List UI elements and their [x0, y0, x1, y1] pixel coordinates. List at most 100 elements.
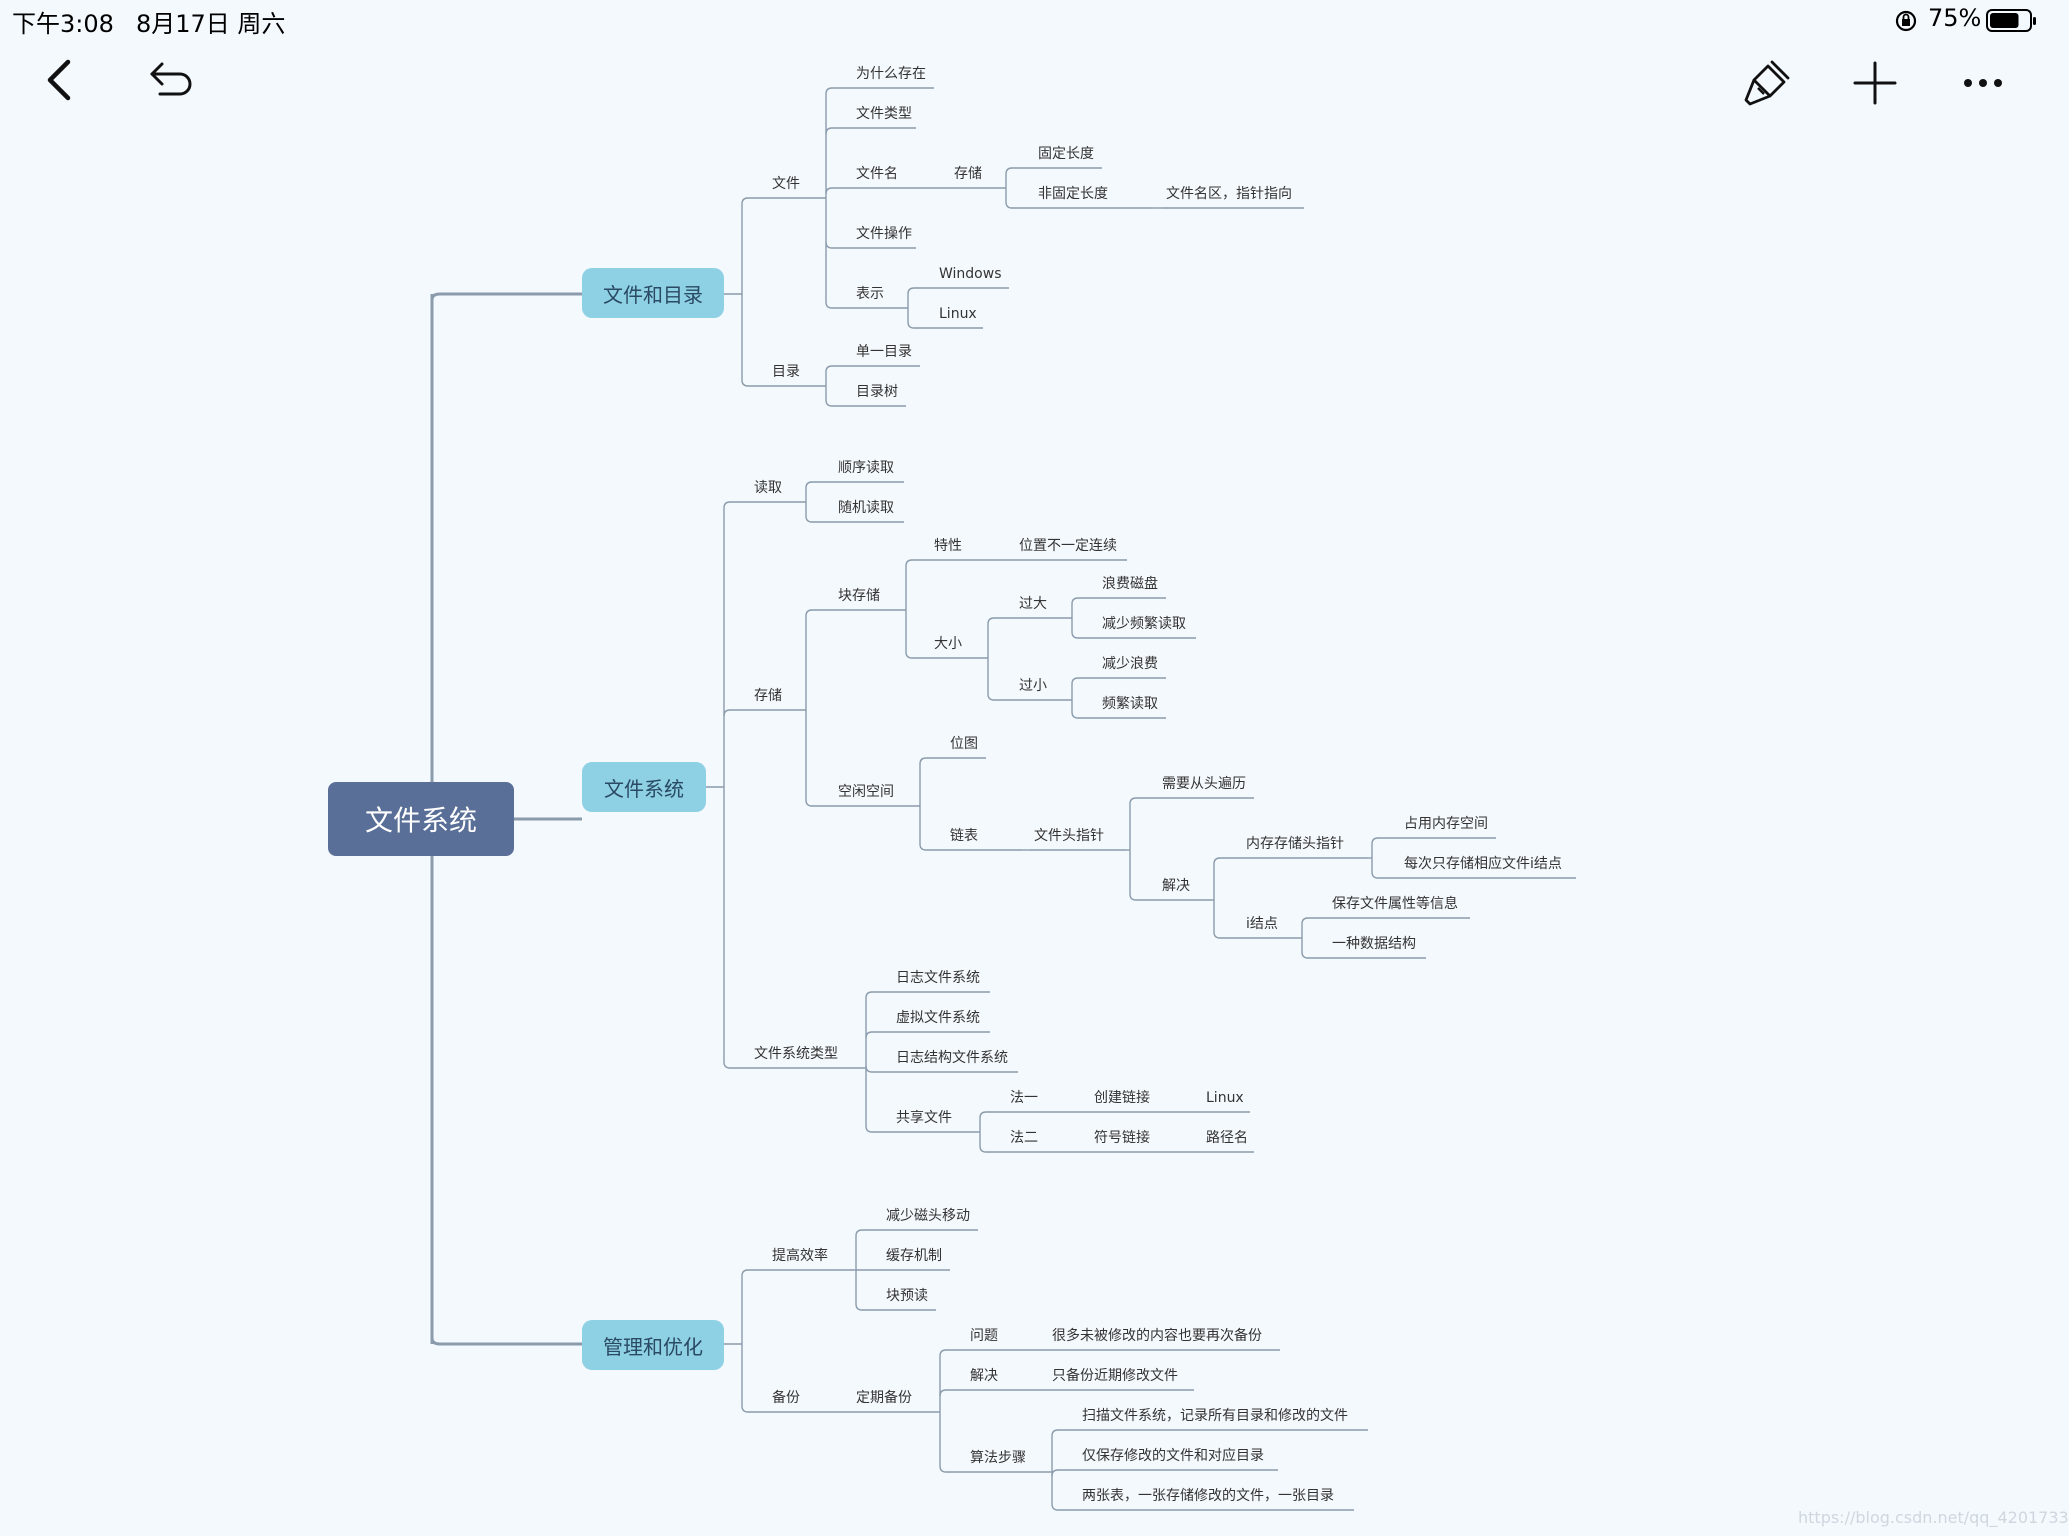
connector — [855, 1229, 882, 1237]
node-files-dirs-directory-single[interactable]: 单一目录 — [856, 344, 912, 360]
connector — [987, 693, 1015, 701]
node-fs-types-label[interactable]: 文件系统类型 — [754, 1046, 838, 1062]
node-fs-types-virtual[interactable]: 虚拟文件系统 — [896, 1010, 980, 1026]
node-fs-storage-free-list-solve-label[interactable]: 解决 — [1162, 878, 1190, 894]
node-fs-storage-free-list-solve-mem-label[interactable]: 内存存储头指针 — [1246, 836, 1344, 852]
node-fs-types-shared-m2-os[interactable]: 路径名 — [1206, 1130, 1248, 1146]
topic-files-and-directories[interactable]: 文件和目录 — [582, 268, 724, 318]
node-mgmt-backup-algo-s3[interactable]: 两张表，一张存储修改的文件，一张目录 — [1082, 1488, 1334, 1504]
node-mgmt-backup-algo-s2[interactable]: 仅保存修改的文件和对应目录 — [1082, 1448, 1264, 1464]
node-fs-storage-block-label[interactable]: 块存储 — [838, 588, 880, 604]
node-fs-types-shared-label[interactable]: 共享文件 — [896, 1110, 952, 1126]
node-fs-storage-block-feature-label[interactable]: 特性 — [934, 538, 962, 554]
node-fs-types-shared-m2-label[interactable]: 法二 — [1010, 1130, 1038, 1146]
add-button[interactable] — [1852, 60, 1898, 110]
node-fs-storage-label[interactable]: 存储 — [754, 688, 782, 704]
connector — [907, 321, 935, 329]
node-files-dirs-file-label[interactable]: 文件 — [772, 176, 800, 192]
node-files-dirs-directory-tree[interactable]: 目录树 — [856, 384, 898, 400]
paintbrush-icon — [1744, 60, 1790, 106]
node-mgmt-backup-algo-s1[interactable]: 扫描文件系统，记录所有目录和修改的文件 — [1082, 1408, 1348, 1424]
connector — [741, 1405, 768, 1413]
battery-percent: 75% — [1928, 4, 1982, 32]
node-fs-storage-block-size-small-b[interactable]: 频繁读取 — [1102, 696, 1158, 712]
node-files-dirs-file-types[interactable]: 文件类型 — [856, 106, 912, 122]
connector — [855, 1303, 882, 1311]
node-fs-storage-free-list-solve-mem-a[interactable]: 占用内存空间 — [1404, 816, 1488, 832]
node-fs-types-shared-m1-how[interactable]: 创建链接 — [1094, 1090, 1150, 1106]
node-mgmt-efficiency-label[interactable]: 提高效率 — [772, 1248, 828, 1264]
node-files-dirs-file-ops[interactable]: 文件操作 — [856, 226, 912, 242]
node-mgmt-backup-periodic[interactable]: 定期备份 — [856, 1390, 912, 1406]
node-fs-read-random[interactable]: 随机读取 — [838, 500, 894, 516]
node-mgmt-backup-solution-value[interactable]: 只备份近期修改文件 — [1052, 1368, 1178, 1384]
node-mgmt-efficiency-a[interactable]: 减少磁头移动 — [886, 1208, 970, 1224]
rotation-lock-icon — [1895, 10, 1917, 32]
node-files-dirs-file-repr-label[interactable]: 表示 — [856, 286, 884, 302]
node-fs-storage-block-size-small-a[interactable]: 减少浪费 — [1102, 656, 1158, 672]
connector — [939, 1389, 966, 1397]
node-mgmt-backup-algo-label[interactable]: 算法步骤 — [970, 1450, 1026, 1466]
node-files-dirs-file-name-storage[interactable]: 存储 — [954, 166, 982, 182]
node-files-dirs-file-repr-linux[interactable]: Linux — [939, 306, 977, 322]
connector — [805, 609, 834, 617]
node-fs-storage-block-size-large-label[interactable]: 过大 — [1019, 596, 1047, 612]
node-mgmt-backup-problem-label[interactable]: 问题 — [970, 1328, 998, 1344]
node-fs-storage-free-list-head[interactable]: 文件头指针 — [1034, 828, 1104, 844]
node-fs-storage-free-list-solve-inode-a[interactable]: 保存文件属性等信息 — [1332, 896, 1458, 912]
connector — [865, 991, 892, 999]
node-fs-read-sequential[interactable]: 顺序读取 — [838, 460, 894, 476]
topic-file-system[interactable]: 文件系统 — [582, 762, 706, 812]
undo-icon — [150, 62, 192, 96]
node-mgmt-efficiency-c[interactable]: 块预读 — [886, 1288, 928, 1304]
toolbar — [0, 44, 2048, 124]
connector — [1071, 677, 1098, 685]
node-mgmt-backup-label[interactable]: 备份 — [772, 1390, 800, 1406]
node-fs-storage-free-list-solve-mem-b[interactable]: 每次只存储相应文件i结点 — [1404, 856, 1562, 872]
node-fs-storage-block-size-large-b[interactable]: 减少频繁读取 — [1102, 616, 1186, 632]
node-mgmt-backup-problem-value[interactable]: 很多未被修改的内容也要再次备份 — [1052, 1328, 1262, 1344]
node-fs-types-shared-m1-label[interactable]: 法一 — [1010, 1090, 1038, 1106]
connector — [430, 292, 582, 301]
node-fs-types-shared-m2-how[interactable]: 符号链接 — [1094, 1130, 1150, 1146]
node-fs-storage-free-list-solve-inode-b[interactable]: 一种数据结构 — [1332, 936, 1416, 952]
more-button[interactable] — [1960, 68, 2006, 102]
node-fs-types-journal[interactable]: 日志文件系统 — [896, 970, 980, 986]
node-fs-storage-free-bitmap[interactable]: 位图 — [950, 736, 978, 752]
connector — [1371, 837, 1400, 845]
format-button[interactable] — [1742, 58, 1792, 110]
node-files-dirs-file-why[interactable]: 为什么存在 — [856, 66, 926, 82]
node-fs-storage-block-size-label[interactable]: 大小 — [934, 636, 962, 652]
topic-management-optimization[interactable]: 管理和优化 — [582, 1320, 724, 1370]
connector — [723, 501, 750, 509]
connector — [939, 1465, 966, 1473]
node-fs-types-log-structured[interactable]: 日志结构文件系统 — [896, 1050, 1008, 1066]
connector — [430, 1337, 582, 1346]
node-files-dirs-file-name-fixed[interactable]: 固定长度 — [1038, 146, 1094, 162]
node-fs-storage-block-size-small-label[interactable]: 过小 — [1019, 678, 1047, 694]
node-files-dirs-file-name-variable[interactable]: 非固定长度 — [1038, 186, 1108, 202]
node-fs-storage-free-list-traverse[interactable]: 需要从头遍历 — [1162, 776, 1246, 792]
node-files-dirs-file-repr-windows[interactable]: Windows — [939, 266, 1002, 282]
node-files-dirs-directory-label[interactable]: 目录 — [772, 364, 800, 380]
connector — [865, 1065, 892, 1073]
chevron-left-icon — [47, 59, 71, 101]
node-files-dirs-file-name-label[interactable]: 文件名 — [856, 166, 898, 182]
root-topic[interactable]: 文件系统 — [328, 782, 514, 856]
back-button[interactable] — [40, 58, 80, 106]
node-mgmt-backup-solution-label[interactable]: 解决 — [970, 1368, 998, 1384]
node-fs-read-label[interactable]: 读取 — [754, 480, 782, 496]
connector — [1051, 1429, 1078, 1437]
node-fs-storage-block-size-large-a[interactable]: 浪费磁盘 — [1102, 576, 1158, 592]
undo-button[interactable] — [148, 60, 196, 106]
node-mgmt-efficiency-b[interactable]: 缓存机制 — [886, 1248, 942, 1264]
node-fs-storage-free-list-label[interactable]: 链表 — [950, 828, 978, 844]
node-fs-storage-free-list-solve-inode-label[interactable]: i结点 — [1246, 916, 1278, 932]
node-fs-storage-block-feature-value[interactable]: 位置不一定连续 — [1019, 538, 1117, 554]
node-fs-storage-free-label[interactable]: 空闲空间 — [838, 784, 894, 800]
battery-icon — [1986, 9, 2036, 32]
node-files-dirs-file-name-variable-detail[interactable]: 文件名区，指针指向 — [1166, 186, 1292, 202]
connector — [1129, 893, 1158, 901]
connector — [1371, 871, 1400, 879]
node-fs-types-shared-m1-os[interactable]: Linux — [1206, 1090, 1244, 1106]
